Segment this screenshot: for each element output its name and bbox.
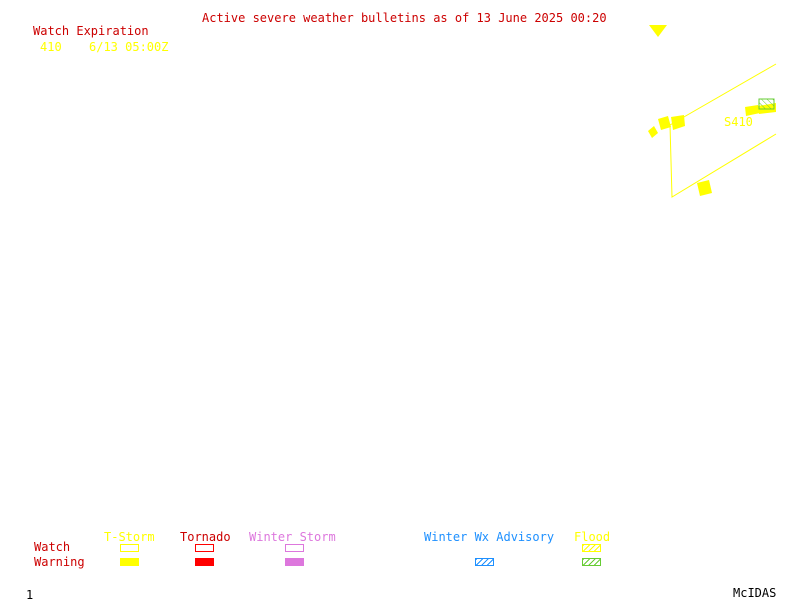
flood-warning-polygon — [758, 98, 775, 110]
legend-label-winter-wx-advisory: Winter Wx Advisory — [424, 530, 555, 544]
legend-row-watch: Watch — [34, 540, 71, 554]
direction-marker — [649, 25, 667, 37]
watch-box-outline — [669, 63, 777, 198]
legend-tornado-warning-swatch — [195, 558, 214, 566]
legend-label-tornado: Tornado — [180, 530, 231, 544]
warning-polygon — [745, 105, 760, 116]
bulletin-title: Active severe weather bulletins as of 13… — [202, 11, 607, 25]
watch-id: 410 — [40, 40, 62, 54]
legend-tstorm-watch-swatch — [120, 544, 139, 552]
mcidas-brand: McIDAS — [733, 586, 777, 600]
warning-polygon — [671, 115, 685, 130]
legend-label-winter-storm: Winter Storm — [249, 530, 336, 544]
warning-polygon — [697, 180, 712, 196]
frame-number: 1 — [26, 588, 34, 602]
watch-expiration-heading: Watch Expiration — [33, 24, 149, 38]
warning-polygon — [648, 126, 658, 138]
legend-label-tstorm: T-Storm — [104, 530, 155, 544]
legend-flood-watch-swatch — [582, 544, 601, 552]
legend-label-flood: Flood — [574, 530, 611, 544]
legend-winter-storm-watch-swatch — [285, 544, 304, 552]
watch-expiry-time: 6/13 05:00Z — [89, 40, 169, 54]
legend-tstorm-warning-swatch — [120, 558, 139, 566]
warning-polygon — [658, 116, 671, 130]
legend-winter-wx-advisory-warning-swatch — [475, 558, 494, 566]
watch-box-label: S410 — [724, 115, 753, 129]
legend-tornado-watch-swatch — [195, 544, 214, 552]
legend-flood-warning-swatch — [582, 558, 601, 566]
legend-row-warning: Warning — [34, 555, 85, 569]
legend-winter-storm-warning-swatch — [285, 558, 304, 566]
